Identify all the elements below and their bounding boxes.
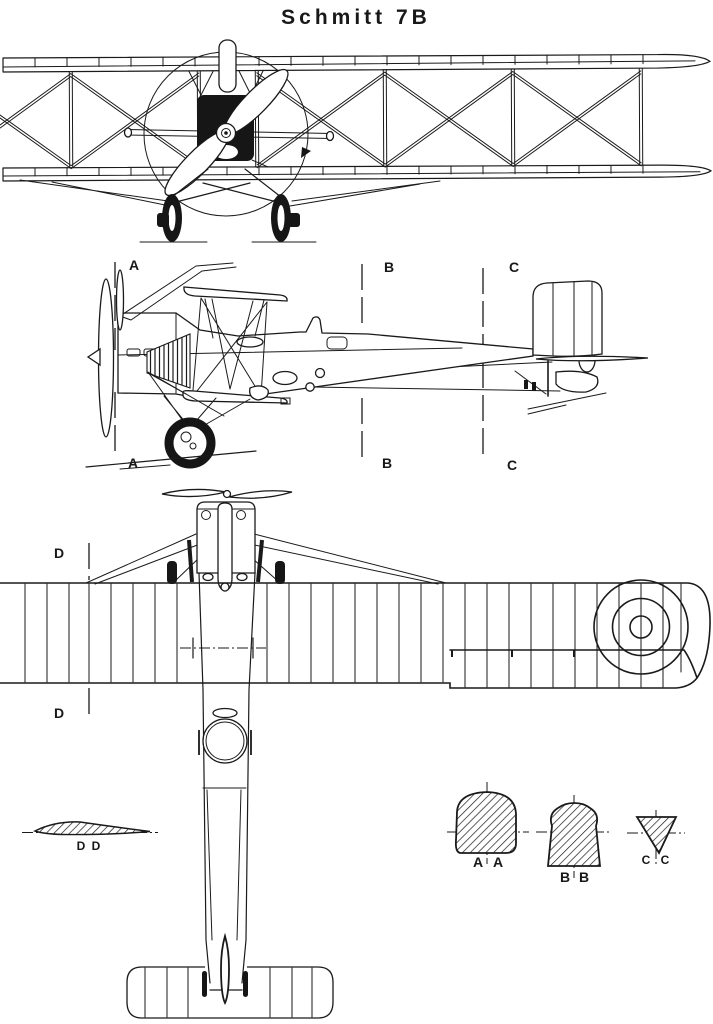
section-label-d-top: D <box>54 545 64 561</box>
cross-section-dd: D D <box>22 821 158 853</box>
aa-label-right: A <box>493 854 503 870</box>
dd-label-left: D <box>77 839 86 853</box>
section-label-c-bottom: C <box>507 457 517 473</box>
tailplane <box>126 966 334 1019</box>
cross-section-cc: C C <box>627 810 685 867</box>
plan-view: D D <box>0 488 711 1019</box>
section-label-c-top: C <box>509 259 519 275</box>
aa-label-left: A <box>473 854 483 870</box>
cc-label-left: C <box>642 853 651 867</box>
cc-label-right: C <box>661 853 670 867</box>
section-label-a-top: A <box>129 257 139 273</box>
section-label-d-bottom: D <box>54 705 64 721</box>
side-view: A A B B C C <box>85 257 649 473</box>
section-label-b-bottom: B <box>382 455 392 471</box>
bb-label-right: B <box>579 869 589 885</box>
cross-section-bb: B B <box>536 795 612 885</box>
cross-section-aa: A A <box>447 782 529 870</box>
dd-label-right: D <box>92 839 101 853</box>
front-view <box>0 39 713 243</box>
bb-label-left: B <box>560 869 570 885</box>
wing-roundel <box>593 579 689 675</box>
drawing-title: Schmitt 7B <box>281 6 431 29</box>
section-label-b-top: B <box>384 259 394 275</box>
